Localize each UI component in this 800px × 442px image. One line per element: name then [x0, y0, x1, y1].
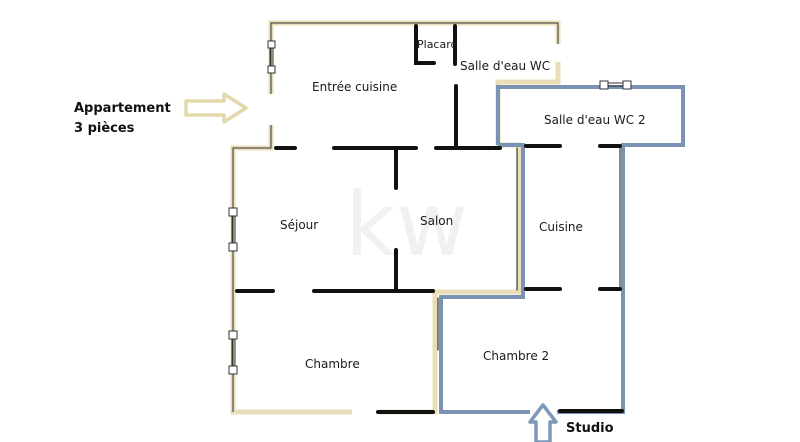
wall-placard	[414, 24, 436, 65]
room-label-salon: Salon	[420, 214, 453, 228]
apartment-boundary-line	[232, 125, 272, 412]
arrow-up-icon	[528, 403, 558, 442]
watermark-logo: kw	[345, 173, 468, 276]
room-label-cuisine: Cuisine	[539, 220, 583, 234]
apartment-boundary-line	[270, 22, 559, 94]
windows	[228, 40, 632, 375]
room-label-chambre: Chambre	[305, 357, 360, 371]
arrow-right-icon	[184, 92, 248, 124]
window-sejour	[228, 207, 238, 252]
callout-apartment-line1: Appartement	[74, 101, 171, 116]
interior-walls	[235, 24, 624, 414]
room-label-sejour: Séjour	[280, 218, 318, 232]
room-label-chambre-2: Chambre 2	[483, 349, 549, 363]
room-label-salle-deau-wc-2: Salle d'eau WC 2	[544, 113, 646, 127]
studio-boundary	[496, 85, 685, 414]
window-chambre	[228, 330, 238, 375]
room-label-entree-cuisine: Entrée cuisine	[312, 80, 397, 94]
room-label-salle-deau-wc: Salle d'eau WC	[460, 59, 550, 73]
studio-boundary-lower	[439, 143, 530, 414]
window-entree	[267, 40, 276, 74]
callout-studio: Studio	[566, 421, 614, 436]
studio-outline	[439, 85, 685, 414]
room-label-placard: Placard	[417, 38, 458, 51]
window-wc2	[599, 80, 632, 90]
callout-apartment-line2: 3 pièces	[74, 121, 135, 136]
